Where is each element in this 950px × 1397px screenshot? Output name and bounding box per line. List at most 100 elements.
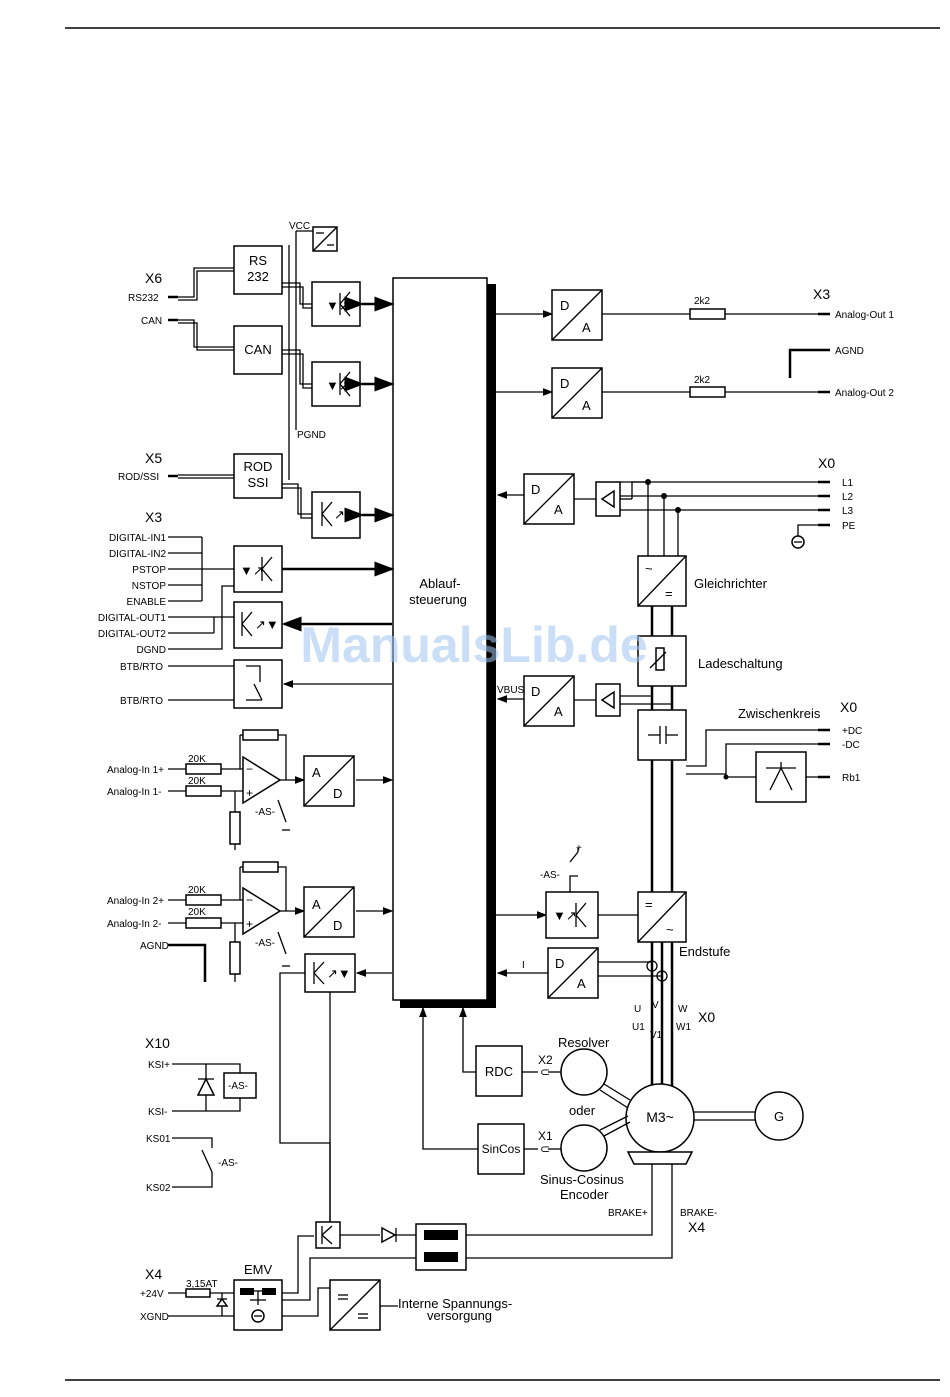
svg-text:D: D: [531, 482, 540, 497]
oder-label: oder: [569, 1103, 596, 1118]
can-pin-label: CAN: [141, 316, 162, 327]
ablaufsteuerung-block: Ablauf- steuerung: [392, 277, 496, 1008]
interne-label: Interne Spannungs-: [398, 1296, 512, 1311]
svg-text:A: A: [312, 897, 321, 912]
dac-1: D A: [551, 289, 603, 341]
analog-in-2: Analog-In 2+ Analog-In 2- 20K 20K − + -A…: [107, 861, 306, 982]
dac-2: D A: [551, 367, 603, 419]
optocoupler-dout: ↗▼: [233, 601, 283, 649]
svg-text:DGND: DGND: [137, 645, 166, 656]
svg-text:-AS-: -AS-: [218, 1158, 238, 1169]
p24v-label: +24V: [140, 1289, 164, 1300]
current-adc: D A: [547, 947, 599, 999]
x2-label: X2: [538, 1053, 553, 1067]
svg-text:+: +: [246, 917, 253, 931]
brake-filter: [415, 1223, 467, 1271]
svg-text:NSTOP: NSTOP: [132, 581, 167, 592]
brake-plus-label: BRAKE+: [608, 1208, 648, 1219]
fuse-protection: 3,15AT: [168, 1279, 234, 1317]
svg-text:-DC: -DC: [842, 740, 860, 751]
brake-optocoupler: [315, 1221, 341, 1249]
optocoupler-1: ▼↗: [311, 281, 361, 327]
svg-text:ENABLE: ENABLE: [127, 597, 167, 608]
svg-text:D: D: [560, 298, 569, 313]
svg-text:20K: 20K: [188, 907, 206, 918]
svg-text:D: D: [531, 684, 540, 699]
adc-1: A D: [303, 755, 355, 807]
x1-label: X1: [538, 1129, 553, 1143]
digital-io-pins: DIGITAL-IN1 DIGITAL-IN2 PSTOP NSTOP ENAB…: [98, 533, 234, 656]
svg-text:V1: V1: [650, 1030, 663, 1041]
btb-rto-pin-1: BTB/RTO: [120, 662, 163, 673]
r2k2-2-label: 2k2: [694, 375, 711, 386]
brake-diode: [381, 1226, 397, 1244]
svg-text:ROD: ROD: [244, 459, 273, 474]
can-block: CAN: [233, 325, 283, 375]
svg-text:PE: PE: [842, 521, 856, 532]
svg-text:Analog-In 2-: Analog-In 2-: [107, 919, 161, 930]
optocoupler-2: ▼↗: [311, 361, 361, 407]
ladeschaltung-label: Ladeschaltung: [698, 656, 783, 671]
agnd-left-label: AGND: [140, 941, 169, 952]
svg-text:A: A: [554, 704, 563, 719]
x4-left-label: X4: [145, 1266, 162, 1282]
endstufe-label: Endstufe: [679, 944, 730, 959]
svg-text:=: =: [665, 586, 673, 601]
svg-text:CAN: CAN: [244, 342, 271, 357]
svg-text:20K: 20K: [188, 776, 206, 787]
rs232-block: RS 232: [233, 245, 283, 295]
resolver-label: Resolver: [558, 1035, 610, 1050]
optocoupler-din: ▼↗: [233, 545, 283, 593]
ablauf-label-2: steuerung: [409, 592, 467, 607]
svg-text:20K: 20K: [188, 885, 206, 896]
x0-mains-label: X0: [818, 455, 835, 471]
svg-text:↗▼: ↗▼: [327, 966, 351, 981]
svg-text:SSI: SSI: [248, 475, 269, 490]
svg-text:3,15AT: 3,15AT: [186, 1279, 218, 1290]
svg-text:SinCos: SinCos: [482, 1142, 521, 1156]
gleichrichter-label: Gleichrichter: [694, 576, 768, 591]
svg-text:V: V: [652, 1000, 659, 1011]
vbus-sense-buffer: [595, 683, 621, 717]
x5-label: X5: [145, 450, 162, 466]
svg-text:+DC: +DC: [842, 726, 862, 737]
svg-text:D: D: [333, 786, 342, 801]
svg-text:↗▼: ↗▼: [334, 507, 358, 522]
vbus-label: VBUS: [497, 685, 525, 696]
vcc-label: VCC: [289, 221, 310, 232]
svg-text:Analog-In 2+: Analog-In 2+: [107, 896, 164, 907]
mains-lines: L1 L2 L3 PE: [620, 478, 856, 556]
svg-text:PSTOP: PSTOP: [132, 565, 166, 576]
x10-label: X10: [145, 1035, 170, 1051]
analog-out2-label: Analog-Out 2: [835, 388, 894, 399]
sincos-block: SinCos: [477, 1123, 525, 1175]
svg-text:-AS-: -AS-: [228, 1081, 248, 1092]
vcc-regulator: VCC PGND: [288, 221, 338, 480]
zwischenkreis-block: [637, 709, 687, 761]
x4-brake-label: X4: [688, 1219, 705, 1235]
x3-left-label: X3: [145, 509, 162, 525]
zwischenkreis-label: Zwischenkreis: [738, 706, 821, 721]
svg-text:+: +: [246, 786, 253, 800]
svg-text:Analog-In 1-: Analog-In 1-: [107, 787, 161, 798]
svg-text:D: D: [560, 376, 569, 391]
svg-text:+: +: [576, 843, 582, 854]
svg-text:U1: U1: [632, 1022, 645, 1033]
versorgung-label: versorgung: [427, 1308, 492, 1323]
svg-text:RDC: RDC: [485, 1064, 513, 1079]
ladeschaltung-block: [637, 635, 687, 687]
svg-text:↗▼: ↗▼: [255, 617, 279, 632]
svg-text:L1: L1: [842, 478, 854, 489]
svg-text:U: U: [634, 1004, 641, 1015]
emv-filter: EMV: [233, 1262, 283, 1331]
rod-ssi-pin-label: ROD/SSI: [118, 472, 159, 483]
svg-text:L3: L3: [842, 506, 854, 517]
xgnd-label: XGND: [140, 1312, 169, 1323]
svg-text:Encoder: Encoder: [560, 1187, 609, 1202]
svg-text:A: A: [577, 976, 586, 991]
svg-text:-AS-: -AS-: [255, 938, 275, 949]
pgnd-label: PGND: [297, 430, 326, 441]
motor: M3~: [625, 1083, 695, 1165]
vbus-adc: D A: [523, 675, 575, 727]
